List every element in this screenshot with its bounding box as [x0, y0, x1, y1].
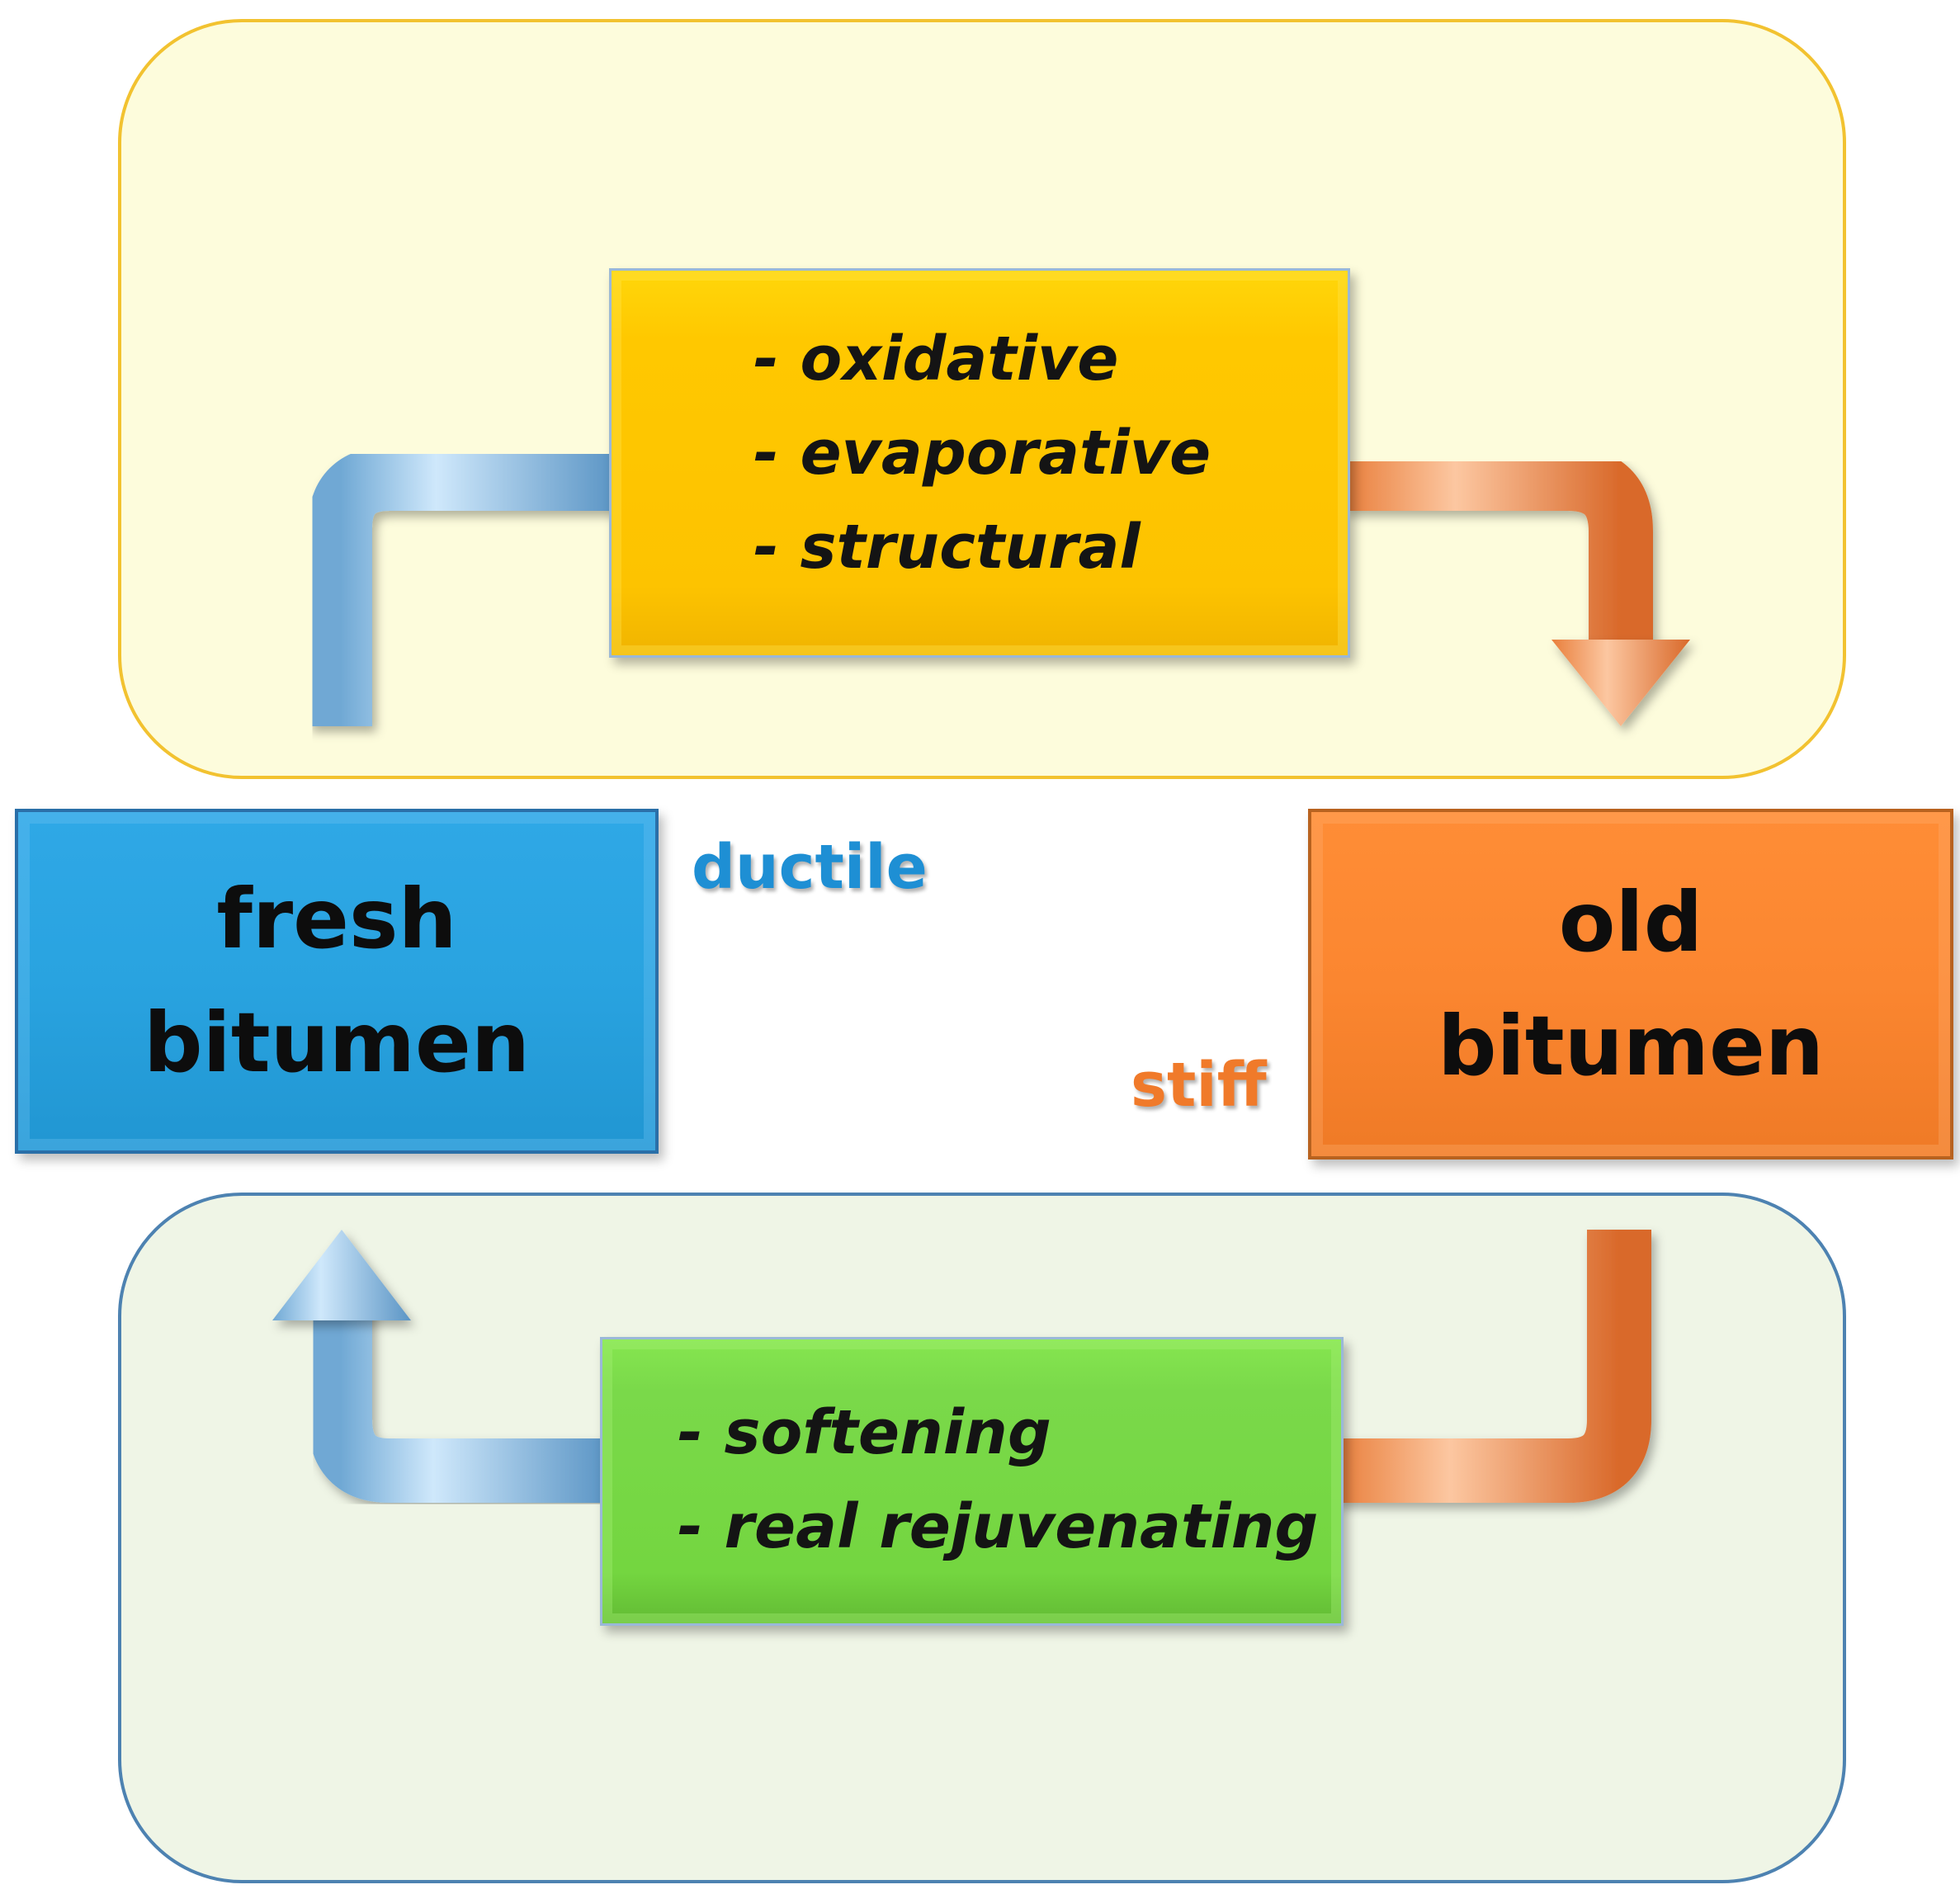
old-bitumen-line-2: bitumen [1437, 997, 1825, 1094]
aging-process-box: - oxidative - evaporative - structural [609, 268, 1350, 658]
rejuvenation-input-arrow [1337, 1230, 1651, 1503]
fresh-bitumen-box: fresh bitumen [15, 809, 659, 1154]
aging-process-list: - oxidative - evaporative - structural [753, 312, 1211, 594]
rejuvenation-process-box: - softening - real rejuvenating [600, 1337, 1344, 1626]
rejuvenation-process-list: - softening - real rejuvenating [678, 1386, 1318, 1574]
rejuvenation-output-arrow [308, 1304, 607, 1503]
stiff-label: stiff [1131, 1050, 1267, 1121]
rejuvenation-item-real-rejuvenating: - real rejuvenating [678, 1491, 1319, 1562]
rejuvenation-item-softening: - softening [678, 1397, 1051, 1468]
aging-input-arrow [308, 446, 615, 726]
ductile-label: ductile [692, 832, 928, 903]
rejuvenation-output-arrowhead [272, 1230, 411, 1320]
aging-output-arrowhead [1551, 640, 1690, 726]
fresh-bitumen-line-1: fresh [216, 871, 457, 967]
aging-item-oxidative: - oxidative [753, 324, 1119, 394]
aging-item-evaporative: - evaporative [753, 418, 1211, 489]
fresh-bitumen-line-2: bitumen [143, 994, 531, 1091]
aging-output-arrow [1345, 446, 1653, 652]
old-bitumen-box: old bitumen [1308, 809, 1953, 1160]
old-bitumen-line-1: old [1558, 873, 1703, 971]
aging-item-structural: - structural [753, 512, 1141, 583]
